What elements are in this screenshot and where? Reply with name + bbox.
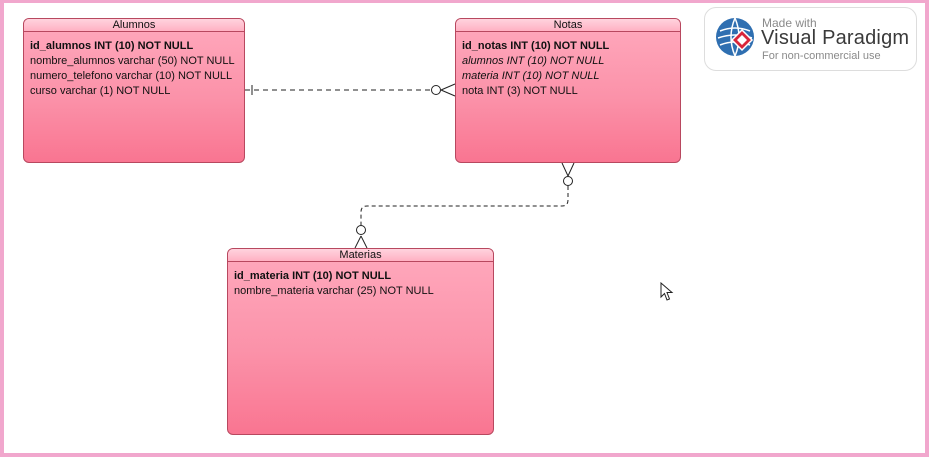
- attribute: curso varchar (1) NOT NULL: [30, 85, 171, 97]
- notas-crowfoot-right: [567, 162, 575, 177]
- materias-crowfoot-right: [360, 235, 368, 249]
- attribute-list: id_notas INT (10) NOT NULL alumnos INT (…: [456, 32, 680, 99]
- relationship-materias-notas[interactable]: [354, 162, 575, 249]
- mouse-cursor-icon: [660, 282, 674, 301]
- notas-crowfoot-left: [561, 162, 569, 177]
- attribute-foreign-key: materia INT (10) NOT NULL: [462, 70, 600, 82]
- materias-zero-marker: [356, 225, 366, 235]
- attribute-list: id_materia INT (10) NOT NULL nombre_mate…: [228, 262, 493, 299]
- entity-title: Notas: [456, 19, 680, 32]
- attribute-list: id_alumnos INT (10) NOT NULL nombre_alum…: [24, 32, 244, 99]
- relationship-alumnos-notas[interactable]: [245, 83, 456, 97]
- attribute-primary-key: id_alumnos INT (10) NOT NULL: [30, 40, 194, 52]
- watermark-note: For non-commercial use: [762, 50, 881, 62]
- watermark-brand: Visual Paradigm: [761, 27, 910, 49]
- entity-materias[interactable]: Materias id_materia INT (10) NOT NULL no…: [227, 248, 494, 435]
- entity-alumnos[interactable]: Alumnos id_alumnos INT (10) NOT NULL nom…: [23, 18, 245, 163]
- attribute-primary-key: id_materia INT (10) NOT NULL: [234, 270, 392, 282]
- attribute-primary-key: id_notas INT (10) NOT NULL: [462, 40, 610, 52]
- notas-zero-marker-2: [563, 176, 573, 186]
- materias-notas-line: [360, 186, 569, 225]
- entity-notas[interactable]: Notas id_notas INT (10) NOT NULL alumnos…: [455, 18, 681, 163]
- entity-title: Materias: [228, 249, 493, 262]
- attribute: numero_telefono varchar (10) NOT NULL: [30, 70, 233, 82]
- visual-paradigm-watermark: Made with Visual Paradigm For non-commer…: [704, 7, 917, 71]
- notas-crowfoot-top: [440, 83, 456, 91]
- visual-paradigm-logo-icon: [716, 17, 754, 57]
- watermark-made-with: Made with: [762, 16, 817, 30]
- entity-title: Alumnos: [24, 19, 244, 32]
- notas-crowfoot-bottom: [440, 89, 456, 97]
- attribute: nombre_alumnos varchar (50) NOT NULL: [30, 55, 235, 67]
- attribute-foreign-key: alumnos INT (10) NOT NULL: [462, 55, 605, 67]
- notas-zero-marker: [431, 85, 441, 95]
- materias-crowfoot-left: [354, 235, 362, 249]
- attribute: nombre_materia varchar (25) NOT NULL: [234, 285, 434, 297]
- attribute: nota INT (3) NOT NULL: [462, 85, 578, 97]
